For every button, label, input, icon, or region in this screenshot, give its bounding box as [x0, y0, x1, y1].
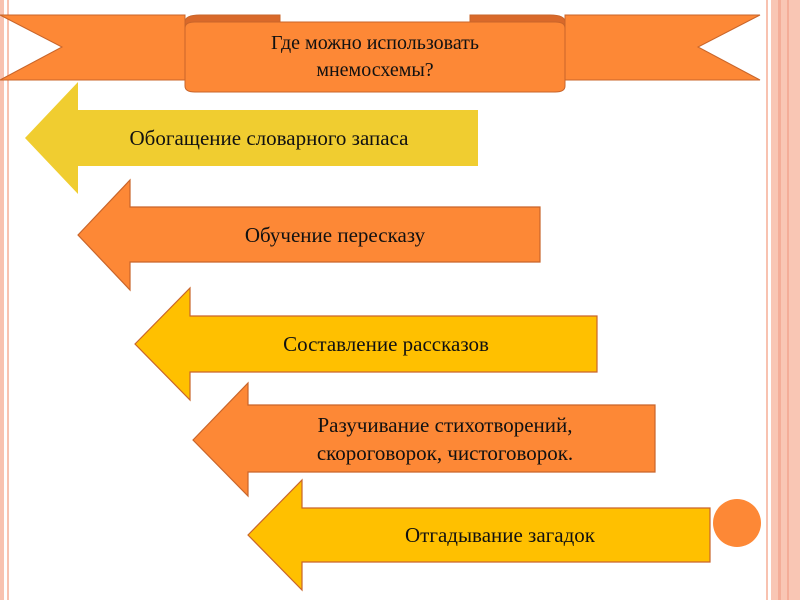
arrow-label-5: Отгадывание загадок — [404, 523, 595, 547]
arrow-shape-3 — [134, 286, 598, 402]
arrow-shape-1 — [25, 82, 478, 194]
arrow-label-4: Разучивание стихотворений, скороговорок,… — [235, 405, 655, 472]
title-line-1: Где можно использовать — [270, 32, 480, 54]
arrow-label-3: Составление рассказов — [283, 332, 489, 356]
arrow-shape-2 — [77, 178, 541, 292]
decorative-circle — [713, 499, 761, 547]
arrow-shape-5 — [247, 478, 711, 592]
arrow-label-1: Обогащение словарного запаса — [129, 126, 409, 150]
arrow-label-2: Обучение пересказу — [244, 222, 426, 247]
arrow-label-4-line-2: скороговорок, чистоговорок. — [316, 440, 574, 465]
title-text: Где можно использовать мнемосхемы? — [190, 26, 560, 88]
title-line-2: мнемосхемы? — [316, 59, 434, 81]
arrow-label-4-line-1: Разучивание стихотворений, — [317, 412, 573, 437]
title-banner — [0, 14, 761, 93]
arrow-shape-4 — [192, 381, 656, 498]
